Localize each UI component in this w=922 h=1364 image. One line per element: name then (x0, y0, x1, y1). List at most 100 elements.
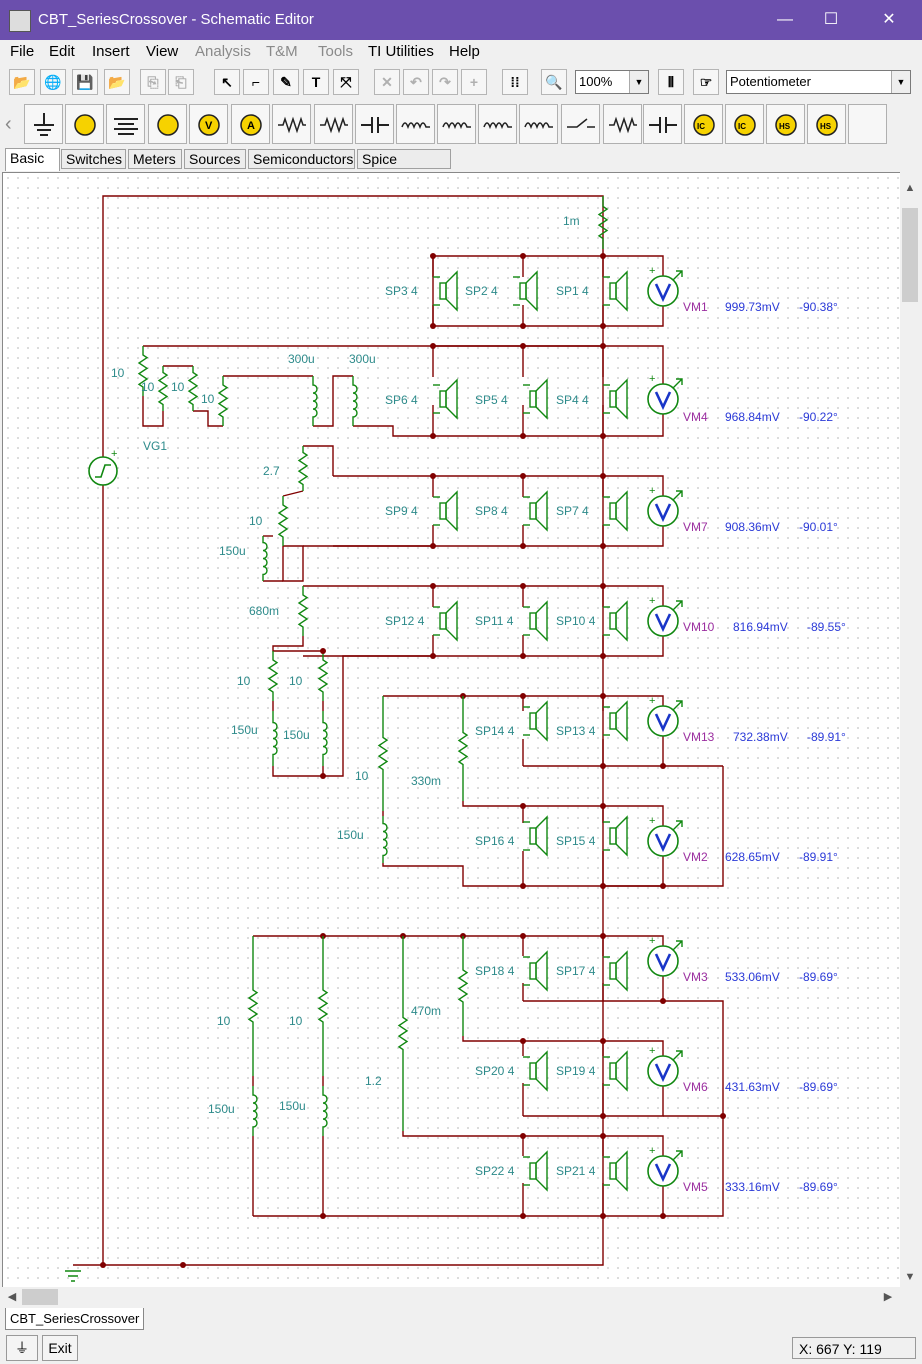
speaker-sp18[interactable] (523, 950, 548, 992)
variable-resistor-icon[interactable] (603, 104, 642, 144)
speaker-sp8[interactable] (523, 490, 548, 532)
resistor-10[interactable] (157, 366, 169, 411)
menu-analysis[interactable]: Analysis (195, 43, 251, 60)
wire[interactable] (253, 935, 664, 1002)
current-source-ic2-icon[interactable]: IC (725, 104, 764, 144)
resistor-10[interactable] (277, 496, 289, 546)
voltmeter-vm5[interactable]: + (647, 1145, 683, 1187)
voltmeter-vm10[interactable]: + (647, 595, 683, 637)
vertical-scrollbar[interactable]: ▲ ▼ (900, 172, 920, 1289)
zoom-select[interactable]: 100% ▼ (575, 70, 649, 94)
resistor-2.7[interactable] (297, 446, 309, 491)
speaker-sp20[interactable] (523, 1050, 548, 1092)
speaker-sp19[interactable] (603, 1050, 628, 1092)
horizontal-scrollbar[interactable]: ◀ ▶ (2, 1287, 900, 1307)
paste-icon[interactable]: ⎗ (168, 69, 194, 95)
grid-icon[interactable]: ⁞⁞ (502, 69, 528, 95)
potentiometer-icon[interactable] (314, 104, 353, 144)
resistor-10[interactable] (187, 366, 199, 411)
inductor-150u[interactable] (322, 711, 328, 766)
ammeter-icon[interactable]: A (231, 104, 270, 144)
minimize-button[interactable]: — (777, 11, 793, 28)
tab-spice-macros[interactable]: Spice Macros (357, 149, 451, 186)
speaker-sp17[interactable] (603, 950, 628, 992)
wire[interactable] (272, 655, 433, 777)
voltmeter-vm7[interactable]: + (647, 485, 683, 527)
voltmeter-vm3[interactable]: + (647, 935, 683, 977)
speaker-sp13[interactable] (603, 700, 628, 742)
component-select[interactable]: Potentiometer ▼ (726, 70, 911, 94)
tab-sources[interactable]: Sources (184, 149, 246, 169)
menu-ti-utilities[interactable]: TI Utilities (368, 43, 434, 60)
wire[interactable] (433, 345, 664, 437)
menu-view[interactable]: View (146, 43, 179, 60)
battery-icon[interactable] (65, 104, 104, 144)
speaker-sp2[interactable] (513, 270, 538, 312)
menu-insert[interactable]: Insert (92, 43, 130, 60)
speaker-sp10[interactable] (603, 600, 628, 642)
voltmeter-icon[interactable]: V (189, 104, 228, 144)
tab-meters[interactable]: Meters (128, 149, 182, 169)
close-button[interactable]: ✕ (882, 11, 896, 28)
chevron-left-icon[interactable]: ‹ (5, 113, 12, 135)
wire[interactable] (462, 801, 664, 887)
vertical-scroll-thumb[interactable] (902, 208, 918, 302)
voltmeter-vm2[interactable]: + (647, 815, 683, 857)
ac-source-icon[interactable] (148, 104, 187, 144)
inductor-150u[interactable] (262, 536, 268, 581)
voltmeter-vm1[interactable]: + (647, 265, 683, 307)
speaker-sp7[interactable] (603, 490, 628, 532)
inductor-150u[interactable] (272, 711, 278, 766)
blank-icon[interactable] (848, 104, 887, 144)
inductor-150u[interactable] (382, 816, 388, 863)
undo-icon[interactable]: ↶ (403, 69, 429, 95)
speaker-sp3[interactable] (433, 270, 458, 312)
wire[interactable] (353, 425, 433, 437)
port-icon[interactable] (643, 104, 682, 144)
wire[interactable] (193, 410, 223, 427)
wire[interactable] (462, 1036, 664, 1117)
speaker-sp1[interactable] (603, 270, 628, 312)
menu-file[interactable]: File (10, 43, 35, 60)
tab-switches[interactable]: Switches (61, 149, 126, 169)
chevron-down-icon[interactable]: ▼ (891, 71, 910, 93)
speaker-sp16[interactable] (523, 815, 548, 857)
wire[interactable] (382, 863, 523, 887)
scroll-right-icon[interactable]: ▶ (883, 1291, 893, 1303)
open-icon[interactable]: 📂 (104, 69, 130, 95)
voltmeter-vm4[interactable]: + (647, 373, 683, 415)
wire-icon[interactable]: ⌐ (243, 69, 269, 95)
resistor-330m[interactable] (457, 696, 469, 801)
scroll-left-icon[interactable]: ◀ (7, 1291, 17, 1303)
wire[interactable] (313, 375, 353, 427)
menu-tm[interactable]: T&M (266, 43, 298, 60)
document-tab[interactable]: CBT_SeriesCrossover (5, 1308, 145, 1330)
inductor-icon[interactable] (396, 104, 435, 144)
resistor-1m[interactable] (597, 196, 609, 249)
resistor-10[interactable] (317, 936, 329, 1076)
globe-icon[interactable]: 🌐 (40, 69, 66, 95)
crosshair-icon[interactable]: + (461, 69, 487, 95)
select-arrow-icon[interactable]: ↖ (214, 69, 240, 95)
ground-icon[interactable] (24, 104, 63, 144)
current-source-ic-icon[interactable]: IC (684, 104, 723, 144)
variable-inductor-icon[interactable] (437, 104, 476, 144)
wire[interactable] (253, 1131, 664, 1217)
switch-icon[interactable] (561, 104, 600, 144)
zoom-icon[interactable]: 🔍 (541, 69, 567, 95)
resistor-10[interactable] (267, 651, 279, 701)
wire[interactable] (663, 1000, 724, 1217)
text-icon[interactable]: T (303, 69, 329, 95)
copy-icon[interactable]: ⎘ (140, 69, 166, 95)
resistor-10[interactable] (317, 651, 329, 701)
speaker-sp5[interactable] (523, 378, 548, 420)
inductor-300u[interactable] (352, 376, 358, 426)
inductor-150u[interactable] (322, 1086, 328, 1136)
schematic-symbol-icon[interactable]: ⏚ (6, 1335, 38, 1361)
speaker-sp22[interactable] (523, 1150, 548, 1192)
resistor-icon[interactable] (272, 104, 311, 144)
wire[interactable] (303, 445, 334, 476)
speaker-sp6[interactable] (433, 378, 458, 420)
menu-edit[interactable]: Edit (49, 43, 75, 60)
